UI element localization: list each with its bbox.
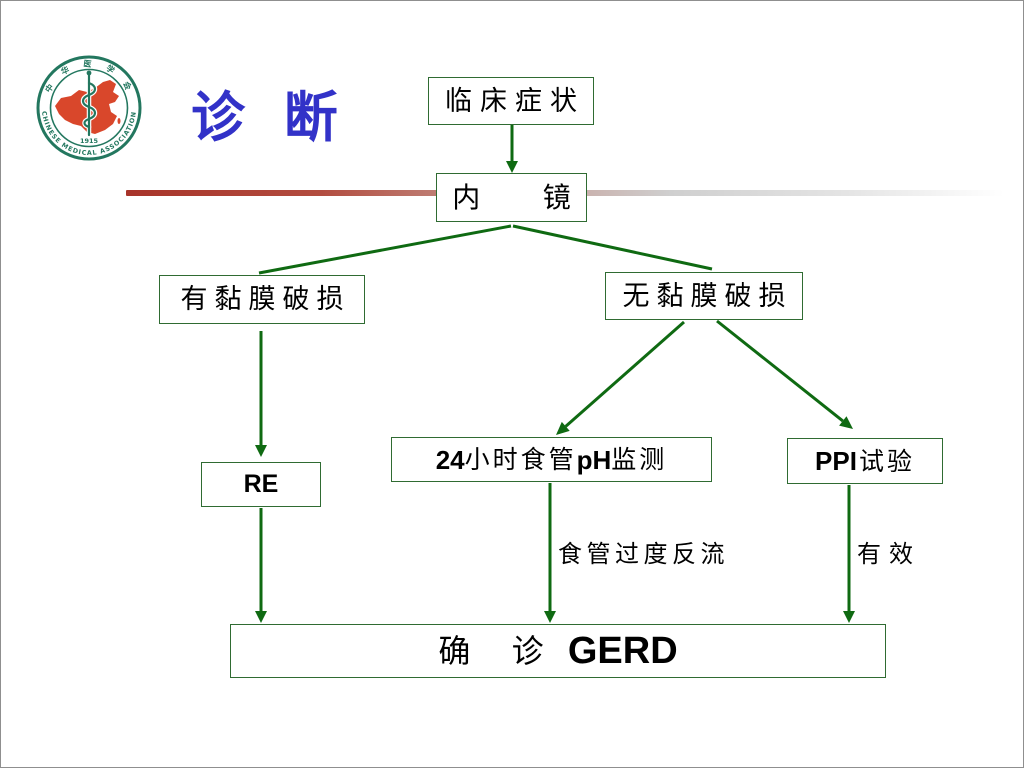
branch-line-to-mucosal-injury bbox=[258, 224, 512, 275]
diagnosis-part: 确 诊 bbox=[438, 632, 568, 670]
staff-with-serpent-icon bbox=[80, 70, 98, 138]
arrow-head bbox=[255, 445, 267, 457]
arrow-no-injury-to-ppi-test bbox=[716, 319, 853, 429]
node-mucosal-injury: 有黏膜破损 bbox=[159, 275, 365, 324]
arrow-ph-monitoring-to-diagnosis bbox=[544, 483, 556, 623]
arrow-injury-to-re bbox=[255, 331, 267, 457]
node-no-mucosal-injury: 无黏膜破损 bbox=[605, 272, 803, 320]
arrow-head bbox=[556, 421, 570, 435]
staff-knob bbox=[86, 70, 92, 76]
serpent bbox=[81, 81, 97, 129]
arrow-re-to-diagnosis bbox=[255, 508, 267, 623]
ph-monitoring-part: 小时食管 bbox=[464, 445, 577, 474]
arrow-head bbox=[839, 416, 853, 429]
branch-line-to-no-mucosal-injury bbox=[512, 224, 713, 271]
diagnosis-part: GERD bbox=[567, 630, 678, 672]
arrow-no-injury-to-ph-monitoring bbox=[556, 320, 685, 435]
arrow-head bbox=[544, 611, 556, 623]
node-re: RE bbox=[201, 462, 321, 507]
ppi-test-part: 试验 bbox=[858, 446, 915, 476]
arrow-symptoms-to-endoscopy bbox=[506, 125, 518, 173]
edge-label-excessive-reflux: 食管过度反流 bbox=[558, 540, 729, 568]
arrow-head bbox=[255, 611, 267, 623]
ppi-test-part: PPI bbox=[815, 446, 857, 476]
arrow-head bbox=[506, 161, 518, 173]
arrow-shaft bbox=[564, 320, 685, 428]
taiwan-island-shape bbox=[117, 118, 121, 124]
arrow-head bbox=[843, 611, 855, 623]
node-endoscopy: 内 镜 bbox=[436, 173, 587, 222]
slide-title: 诊 断 bbox=[191, 85, 348, 149]
cma-logo: 中华医学会 CHINESE MEDICAL ASSOCIATION 1915 bbox=[36, 55, 142, 161]
node-diagnosis: 确 诊 GERD bbox=[230, 624, 886, 678]
logo-year: 1915 bbox=[80, 137, 99, 145]
ph-monitoring-part: 24 bbox=[435, 444, 465, 475]
edge-label-effective: 有效 bbox=[857, 540, 921, 568]
ph-monitoring-part: 监测 bbox=[611, 445, 668, 474]
arrow-shaft bbox=[716, 319, 844, 423]
ph-monitoring-part: pH bbox=[576, 444, 612, 475]
node-clinical-symptoms: 临床症状 bbox=[428, 77, 594, 125]
arrow-ppi-test-to-diagnosis bbox=[843, 485, 855, 623]
